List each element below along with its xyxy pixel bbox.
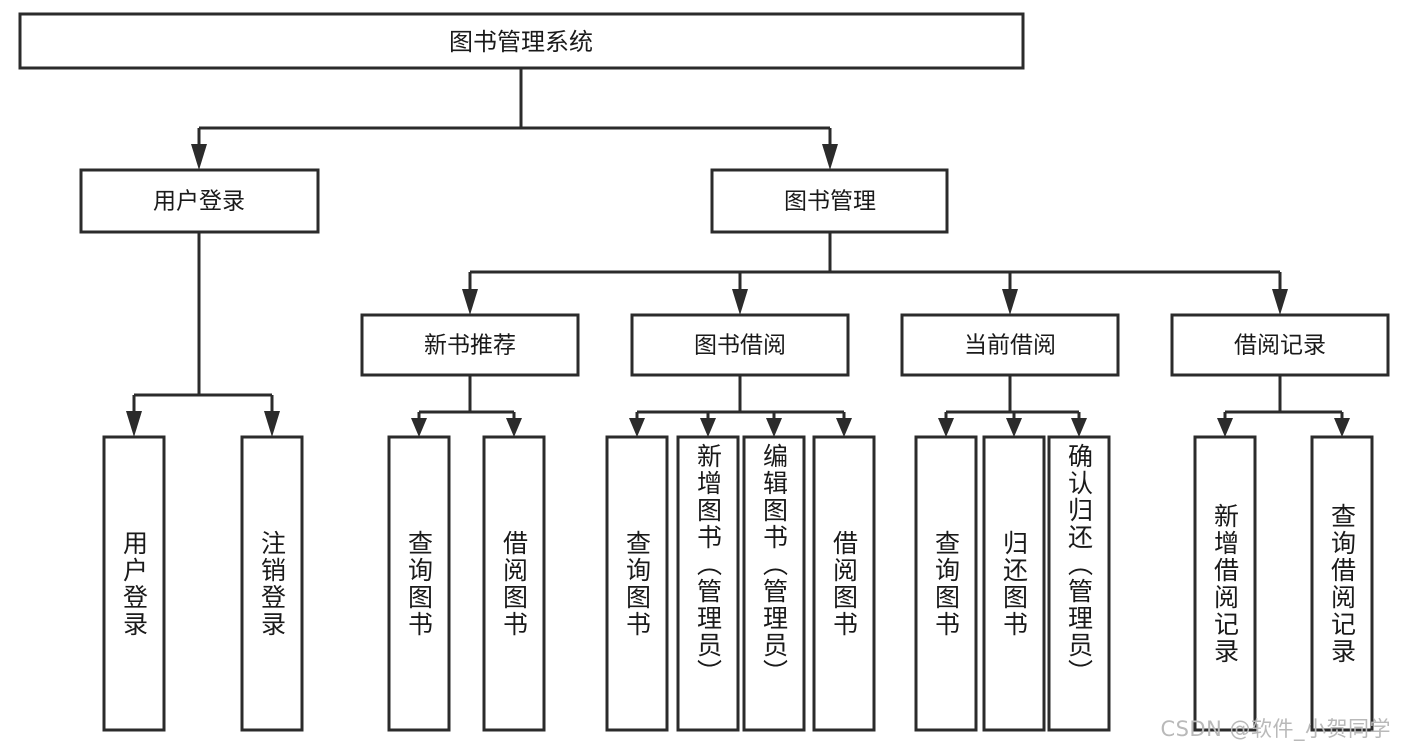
arrow-head-icon — [1217, 418, 1233, 437]
node-borrow-records-label: 借阅记录 — [1234, 333, 1326, 359]
leaf-box-edit-book-admin[interactable] — [742, 435, 806, 732]
node-root-label: 图书管理系统 — [449, 28, 593, 56]
leaf-box-return-book[interactable] — [982, 435, 1046, 732]
arrow-head-icon — [264, 411, 280, 437]
arrow-head-icon — [1006, 418, 1022, 437]
node-borrow-records[interactable]: 借阅记录 — [1170, 313, 1390, 377]
leaf-box-user-login[interactable] — [102, 435, 166, 732]
leaf-box-query-borrow-record[interactable] — [1310, 435, 1374, 732]
arrow-head-icon — [629, 418, 645, 437]
arrow-head-icon — [1272, 289, 1288, 315]
leaf-box-borrow-book-bb[interactable] — [812, 435, 876, 732]
arrow-head-icon — [700, 418, 716, 437]
node-root-box — [18, 12, 1025, 70]
connector-new-book-recommend-to-leaves — [411, 375, 522, 437]
leaf-box-query-book-cb[interactable] — [914, 435, 978, 732]
node-new-book-recommend-label: 新书推荐 — [424, 333, 516, 359]
node-book-management[interactable]: 图书管理 — [710, 168, 949, 234]
leaf-box-borrow-book-nbr[interactable] — [482, 435, 546, 732]
arrow-head-icon — [1334, 418, 1350, 437]
node-root[interactable]: 图书管理系统 — [18, 12, 1025, 70]
connector-current-borrow-to-leaves — [938, 375, 1087, 437]
leaf-box-query-book-nbr[interactable] — [387, 435, 451, 732]
arrow-head-icon — [822, 144, 838, 170]
node-current-borrow-label: 当前借阅 — [964, 333, 1056, 359]
connector-user-login-to-leaves — [126, 232, 280, 437]
node-current-borrow[interactable]: 当前借阅 — [900, 313, 1120, 377]
connector-borrow-records-to-leaves — [1217, 375, 1350, 437]
node-book-borrow[interactable]: 图书借阅 — [630, 313, 850, 377]
leaf-box-logout[interactable] — [240, 435, 304, 732]
arrow-head-icon — [126, 411, 142, 437]
arrow-head-icon — [732, 289, 748, 315]
node-book-management-label: 图书管理 — [784, 189, 876, 215]
arrow-head-icon — [462, 289, 478, 315]
watermark-text: CSDN @软件_小贺同学 — [1160, 717, 1391, 741]
leaf-box-add-borrow-record[interactable] — [1193, 435, 1257, 732]
connector-book-management-to-level3 — [462, 232, 1288, 315]
node-new-book-recommend[interactable]: 新书推荐 — [360, 313, 580, 377]
arrow-head-icon — [506, 418, 522, 437]
leaf-box-query-book-bb[interactable] — [605, 435, 669, 732]
node-user-login-box — [79, 168, 320, 234]
connector-book-borrow-to-leaves — [629, 375, 852, 437]
arrow-head-icon — [1071, 418, 1087, 437]
leaf-box-confirm-return-admin[interactable] — [1047, 435, 1111, 732]
node-current-borrow-box — [900, 313, 1120, 377]
leaf-box-add-book-admin[interactable] — [676, 435, 740, 732]
arrow-head-icon — [766, 418, 782, 437]
arrow-head-icon — [411, 418, 427, 437]
arrow-head-icon — [191, 144, 207, 170]
node-user-login[interactable]: 用户登录 — [79, 168, 320, 234]
arrow-head-icon — [1002, 289, 1018, 315]
node-user-login-label: 用户登录 — [153, 189, 245, 215]
arrow-head-icon — [836, 418, 852, 437]
node-new-book-recommend-box — [360, 313, 580, 377]
arrow-head-icon — [938, 418, 954, 437]
connector-root-to-level2 — [191, 68, 838, 170]
node-book-borrow-label: 图书借阅 — [694, 333, 786, 359]
